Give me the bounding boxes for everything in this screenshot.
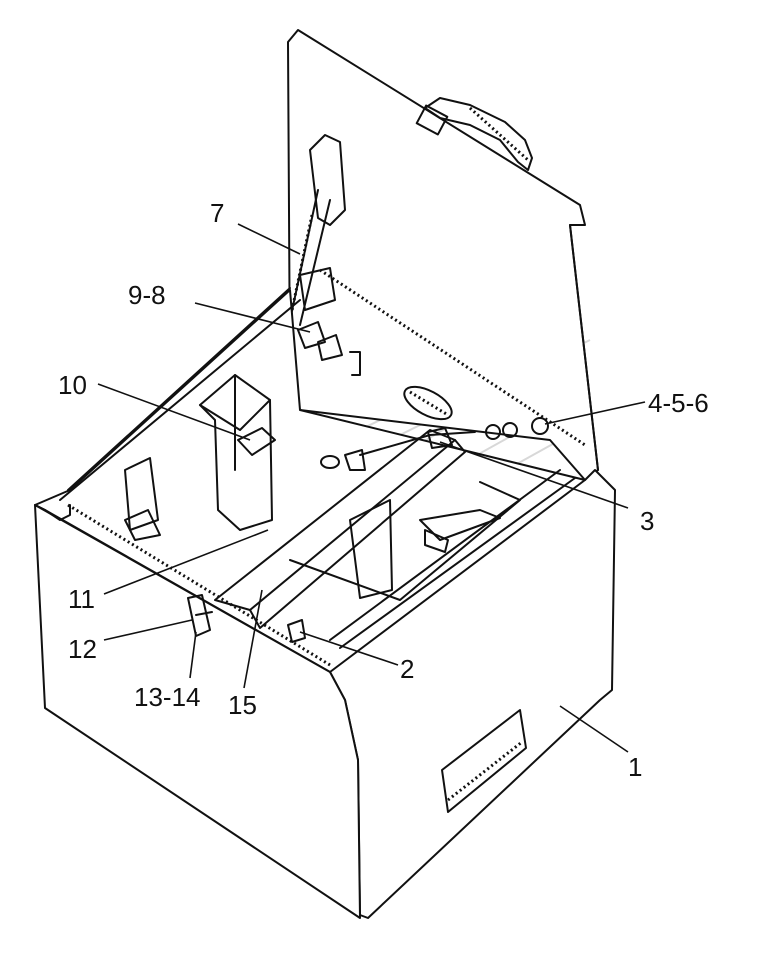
callout-12: 12	[68, 634, 97, 664]
leader-lines	[97, 223, 646, 753]
callout-10: 10	[58, 370, 87, 400]
callout-7: 7	[210, 198, 224, 228]
callout-3: 3	[640, 506, 654, 536]
lid	[287, 29, 599, 481]
callout-labels: 1 2 3 4-5-6 7 9-8 10 11 12 13-14 15	[58, 198, 709, 782]
callout-15: 15	[228, 690, 257, 720]
side-handle-slot	[441, 709, 527, 813]
callout-9-8: 9-8	[128, 280, 166, 310]
callout-13-14: 13-14	[134, 682, 201, 712]
lid-inner-panel	[297, 267, 453, 421]
callout-4-5-6: 4-5-6	[648, 388, 709, 418]
callout-11: 11	[68, 584, 95, 614]
callout-1: 1	[628, 752, 642, 782]
lid-handle	[415, 97, 533, 171]
box-interior	[124, 374, 576, 649]
callout-2: 2	[400, 654, 414, 684]
box-body	[34, 287, 616, 919]
hardware	[187, 417, 549, 643]
